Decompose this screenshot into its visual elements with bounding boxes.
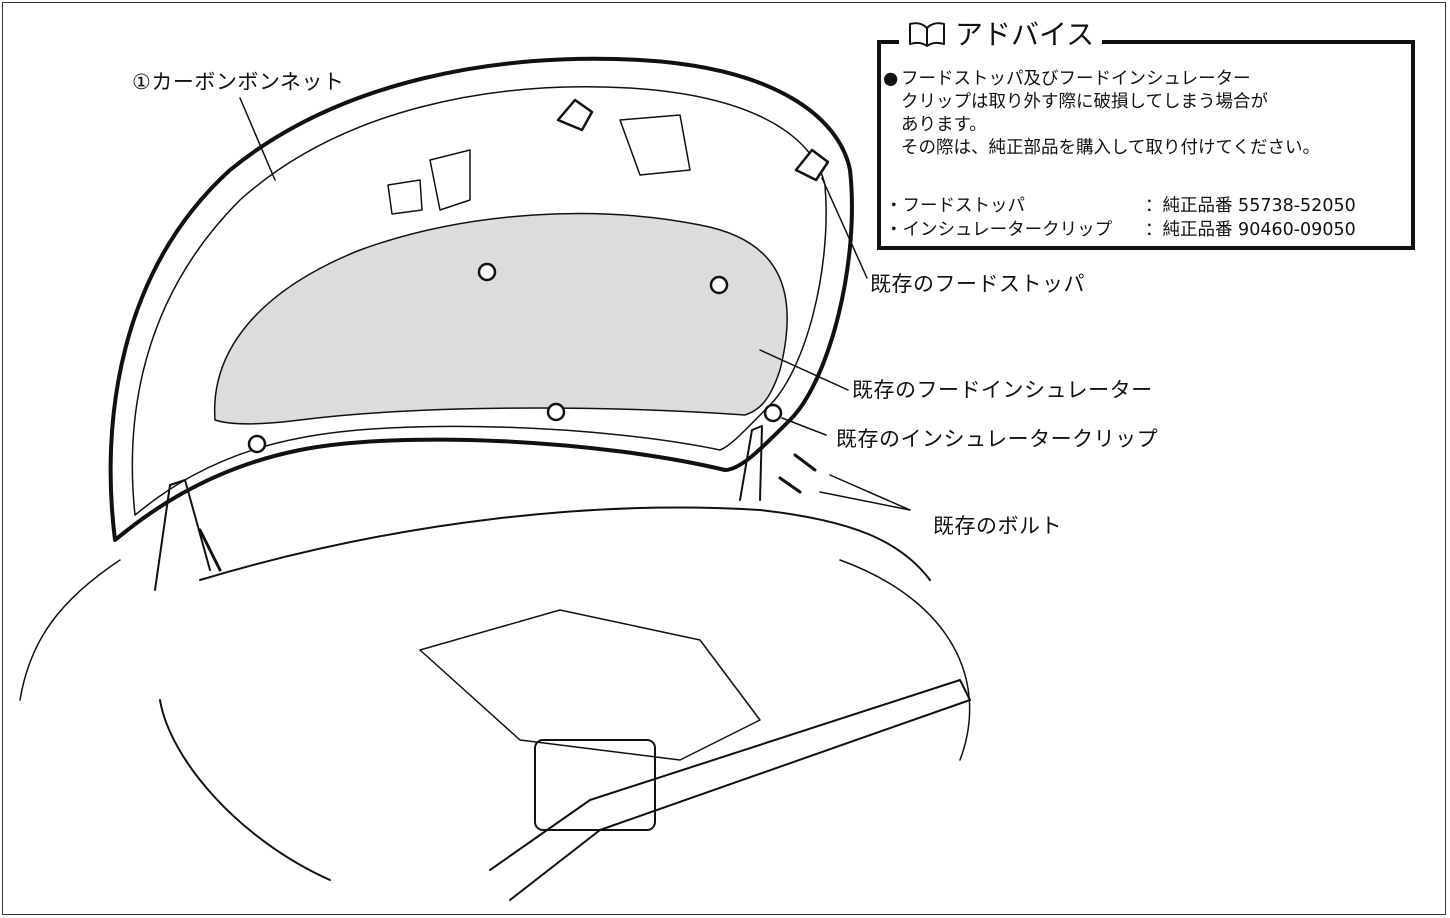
leader-hood-insulator: [759, 349, 849, 391]
bolt: [198, 528, 222, 572]
leader-carbon-bonnet: [239, 97, 276, 181]
parts-list: ・フードストッパ ：純正品番 55738-52050 ・インシュレータークリップ…: [885, 194, 1403, 242]
insulator-clip: [763, 403, 783, 423]
engine-block: [419, 609, 761, 761]
hood-hinge-right: [739, 425, 763, 501]
part-number: ：純正品番 55738-52050: [1145, 195, 1356, 216]
fender-left: [19, 559, 121, 701]
fender-right: [839, 559, 971, 761]
hood-outline: [108, 56, 854, 542]
headlight: [159, 699, 331, 881]
battery: [534, 739, 656, 831]
callout-insulator-clip: 既存のインシュレータークリップ: [836, 427, 1159, 451]
advice-line1: フードストッパ及びフードインシュレーター: [901, 69, 1251, 89]
insulator-clip: [247, 434, 267, 454]
callout-carbon-bonnet: ①カーボンボンネット: [132, 70, 345, 94]
advice-title-text: アドバイス: [955, 17, 1095, 51]
advice-box: アドバイス ● フードストッパ及びフードインシュレーター クリップは取り外す際に…: [877, 20, 1415, 250]
insulator-clip: [477, 262, 497, 282]
hood-hinge-left: [154, 479, 211, 591]
callout-bolts: 既存のボルト: [933, 514, 1062, 538]
parts-row: ・インシュレータークリップ ：純正品番 90460-09050: [885, 218, 1403, 242]
bolt: [778, 476, 802, 494]
hood-stopper: [794, 148, 830, 182]
part-number: ：純正品番 90460-09050: [1145, 219, 1356, 240]
parts-row: ・フードストッパ ：純正品番 55738-52050: [885, 194, 1403, 218]
hood-rib: [429, 149, 471, 211]
insulator-clip: [546, 402, 566, 422]
hood-rib: [387, 179, 423, 215]
callout-hood-stopper: 既存のフードストッパ: [870, 272, 1085, 296]
open-book-icon: [909, 22, 945, 47]
hood-rib: [619, 114, 691, 176]
bolt: [793, 453, 817, 472]
hood-inner-edge: [131, 86, 827, 516]
part-name: ・インシュレータークリップ: [885, 219, 1113, 240]
leader-hood-stopper: [821, 177, 868, 279]
leader-bolt-2: [819, 491, 911, 511]
cowl: [199, 506, 931, 581]
hood-stopper: [556, 98, 594, 132]
insulator-clip: [709, 275, 729, 295]
radiator-support: [489, 679, 971, 901]
bullet-dot: ●: [883, 69, 899, 89]
advice-title: アドバイス: [899, 17, 1103, 51]
advice-line2: クリップは取り外す際に破損してしまう場合が あります。 その際は、純正部品を購入…: [901, 92, 1320, 158]
leader-bolt-1: [829, 474, 911, 511]
part-name: ・フードストッパ: [885, 195, 1025, 216]
hood-insulator-panel: [213, 212, 788, 425]
callout-hood-insulator: 既存のフードインシュレーター: [852, 378, 1153, 402]
leader-insulator-clip: [781, 417, 827, 436]
advice-body: ● フードストッパ及びフードインシュレーター クリップは取り外す際に破損してしま…: [883, 68, 1407, 160]
